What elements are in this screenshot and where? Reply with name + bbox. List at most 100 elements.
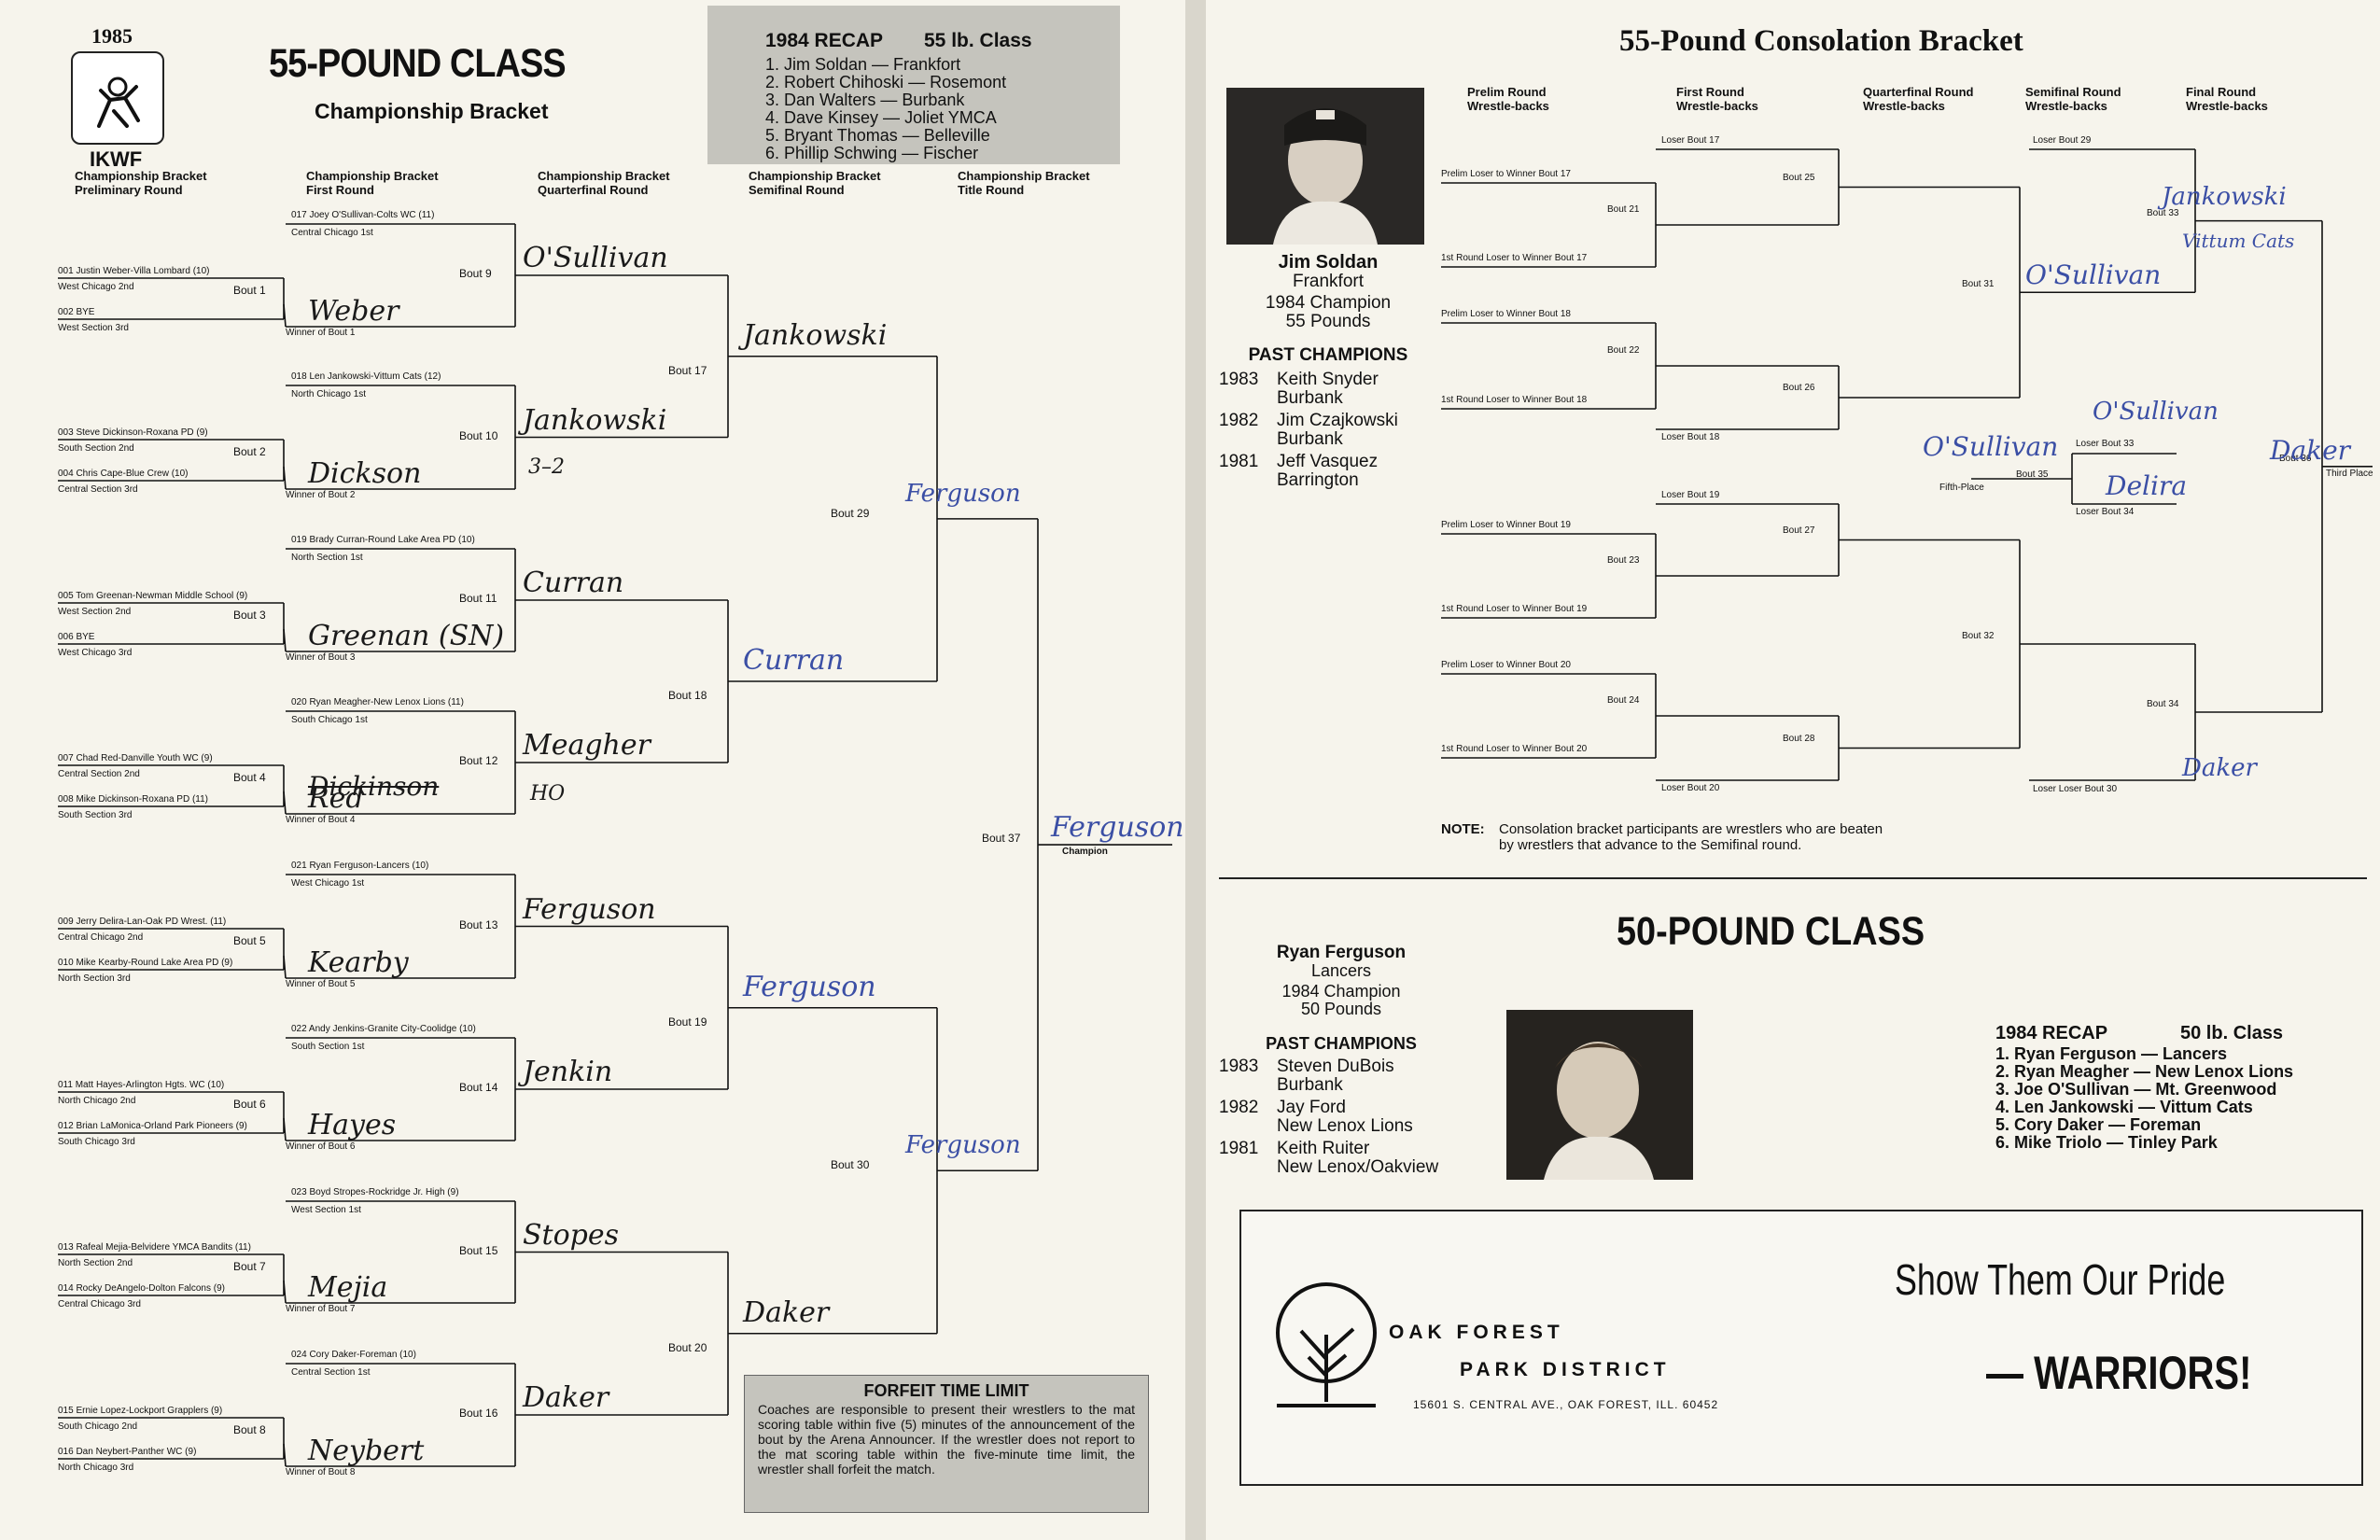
past-name: Jeff Vasquez bbox=[1277, 452, 1379, 471]
cons-bout-35: Bout 35 bbox=[2016, 469, 2049, 480]
recap50-item: 3. Joe O'Sullivan — Mt. Greenwood bbox=[1995, 1080, 2277, 1099]
past-town: Barrington bbox=[1277, 470, 1359, 490]
forfeit-text: Coaches are responsible to present their… bbox=[758, 1402, 1135, 1477]
title-50: 50-POUND CLASS bbox=[1617, 909, 1925, 954]
recap50-heading-left: 1984 RECAP bbox=[1995, 1023, 2108, 1043]
cons-first-label: 1st Round Loser to Winner Bout 20 bbox=[1441, 744, 1588, 754]
prelim-entry-a: 007 Chad Red-Danville Youth WC (9) bbox=[58, 753, 213, 763]
first-winner-of: Winner of Bout 3 bbox=[286, 652, 356, 663]
prelim-entry-b-seed: North Chicago 3rd bbox=[58, 1463, 134, 1473]
recap-item: 2. Robert Chihoski — Rosemont bbox=[765, 73, 1007, 91]
cons-bout-31: Bout 31 bbox=[1962, 279, 1995, 290]
semi-bout-label: Bout 30 bbox=[831, 1158, 870, 1172]
cons-first-label: 1st Round Loser to Winner Bout 19 bbox=[1441, 604, 1588, 614]
handwritten-third: Daker bbox=[2270, 435, 2351, 466]
handwritten-quarter-winner: Curran bbox=[743, 644, 845, 677]
recap50-item: 6. Mike Triolo — Tinley Park bbox=[1995, 1133, 2218, 1152]
past-name: Jay Ford bbox=[1277, 1098, 1346, 1117]
prelim-entry-b: 014 Rocky DeAngelo-Dolton Falcons (9) bbox=[58, 1283, 225, 1294]
handwritten-prelim-winner: Greenan (SN) bbox=[308, 620, 505, 652]
prelim-entry-b-seed: West Chicago 3rd bbox=[58, 648, 133, 658]
champ55-line2: 55 Pounds bbox=[1285, 312, 1371, 331]
champ55-line1: 1984 Champion bbox=[1265, 293, 1392, 313]
cons-bout-32: Bout 32 bbox=[1962, 631, 1995, 641]
prelim-entry-b: 010 Mike Kearby-Round Lake Area PD (9) bbox=[58, 958, 233, 968]
cons-loser-29-label: Loser Bout 29 bbox=[2033, 135, 2092, 146]
handwritten-semi-winner: Ferguson bbox=[905, 479, 1021, 508]
first-entry-seed: North Section 1st bbox=[291, 553, 363, 563]
past-town: New Lenox Lions bbox=[1277, 1116, 1413, 1136]
cons-first-label: 1st Round Loser to Winner Bout 17 bbox=[1441, 253, 1588, 263]
champ50-town: Lancers bbox=[1310, 961, 1372, 980]
recap-box: 1984 RECAP 55 lb. Class 1. Jim Soldan — … bbox=[707, 6, 1120, 164]
cons-loser-label: Loser Bout 17 bbox=[1661, 135, 1720, 146]
champ50-line1: 1984 Champion bbox=[1281, 982, 1401, 1001]
semi-bout-label: Bout 29 bbox=[831, 506, 870, 520]
handwritten-prelim-winner: Weber bbox=[308, 295, 399, 328]
column-header: Championship Bracket Preliminary Round bbox=[75, 169, 207, 197]
handwritten-first-winner: Stopes bbox=[523, 1218, 620, 1252]
prelim-entry-b-seed: West Section 3rd bbox=[58, 323, 129, 333]
prelim-entry-a: 011 Matt Hayes-Arlington Hgts. WC (10) bbox=[58, 1080, 225, 1090]
jim-soldan-photo bbox=[1226, 88, 1424, 245]
first-entry: 018 Len Jankowski-Vittum Cats (12) bbox=[291, 371, 441, 382]
past-year: 1981 bbox=[1219, 1139, 1259, 1158]
ad-line2: PARK DISTRICT bbox=[1460, 1359, 1671, 1380]
prelim-entry-b: 012 Brian LaMonica-Orland Park Pioneers … bbox=[58, 1121, 247, 1131]
margin-note-score: 3–2 bbox=[528, 455, 565, 479]
cons-prelim-label: Prelim Loser to Winner Bout 19 bbox=[1441, 520, 1571, 530]
cons-bout-label: Bout 22 bbox=[1607, 345, 1640, 356]
recap-item: 3. Dan Walters — Burbank bbox=[765, 91, 965, 109]
first-entry-seed: West Section 1st bbox=[291, 1205, 361, 1215]
first-entry: 022 Andy Jenkins-Granite City-Coolidge (… bbox=[291, 1024, 476, 1034]
past-year: 1983 bbox=[1219, 1057, 1259, 1076]
cons-prelim-label: Prelim Loser to Winner Bout 18 bbox=[1441, 309, 1571, 319]
prelim-entry-a-seed: Central Chicago 2nd bbox=[58, 932, 144, 943]
handwritten-loser34: Delira bbox=[2106, 470, 2188, 501]
prelim-entry-b: 002 BYE bbox=[58, 307, 95, 317]
past55-title: PAST CHAMPIONS bbox=[1248, 345, 1408, 365]
ad-slogan2: — WARRIORS! bbox=[1986, 1347, 2252, 1399]
first-winner-of: Winner of Bout 1 bbox=[286, 328, 356, 338]
first-winner-of: Winner of Bout 5 bbox=[286, 979, 356, 989]
first-winner-of: Winner of Bout 8 bbox=[286, 1467, 356, 1477]
ikwf-logo bbox=[71, 51, 164, 145]
year-label: 1985 bbox=[91, 24, 133, 48]
prelim-entry-b-seed: South Chicago 3rd bbox=[58, 1137, 135, 1147]
handwritten-first-winner: Jenkin bbox=[523, 1056, 613, 1088]
first-entry-seed: North Chicago 1st bbox=[291, 389, 367, 399]
recap-item: 1. Jim Soldan — Frankfort bbox=[765, 55, 961, 74]
past-year: 1981 bbox=[1219, 452, 1259, 471]
first-link bbox=[283, 466, 287, 490]
margin-note-ho: HO bbox=[530, 782, 566, 805]
prelim-entry-b-seed: South Section 3rd bbox=[58, 810, 133, 820]
recap50-item: 5. Cory Daker — Foreman bbox=[1995, 1115, 2202, 1134]
struck-name: Dickinson bbox=[308, 771, 440, 802]
forfeit-title: FORFEIT TIME LIMIT bbox=[863, 1381, 1029, 1400]
handwritten-champion: Ferguson bbox=[1051, 811, 1184, 845]
handwritten-quarter-winner: Jankowski bbox=[743, 318, 888, 352]
first-entry: 020 Ryan Meagher-New Lenox Lions (11) bbox=[291, 697, 464, 707]
ryan-ferguson-photo bbox=[1506, 1010, 1693, 1180]
cons-bout-label: Bout 21 bbox=[1607, 204, 1640, 215]
past-name: Keith Snyder bbox=[1277, 370, 1379, 389]
cons-bout-label-2: Bout 25 bbox=[1783, 172, 1815, 183]
recap-item: 5. Bryant Thomas — Belleville bbox=[765, 126, 990, 145]
handwritten-bout33: Jankowski bbox=[2162, 183, 2287, 211]
handwritten-bout31: O'Sullivan bbox=[2025, 259, 2162, 290]
wrestlers-logo-icon bbox=[97, 77, 140, 128]
prelim-entry-a-seed: South Section 2nd bbox=[58, 443, 134, 454]
cons-bout-34: Bout 34 bbox=[2147, 699, 2179, 709]
cons-bout-33: Bout 33 bbox=[2147, 207, 2179, 218]
cons-bout-36: Bout 36 bbox=[2279, 453, 2312, 464]
prelim-bout-label: Bout 2 bbox=[233, 445, 266, 458]
past50-title: PAST CHAMPIONS bbox=[1266, 1034, 1417, 1053]
first-winner-of: Winner of Bout 7 bbox=[286, 1304, 356, 1314]
first-link bbox=[283, 1280, 287, 1304]
ad-line1: OAK FOREST bbox=[1389, 1322, 1564, 1343]
cons-bout-label-2: Bout 26 bbox=[1783, 383, 1815, 393]
handwritten-quarter-winner: Ferguson bbox=[743, 970, 876, 1003]
cons-loser-30-label: Loser Loser Bout 30 bbox=[2033, 784, 2118, 794]
prelim-entry-b: 006 BYE bbox=[58, 632, 95, 642]
